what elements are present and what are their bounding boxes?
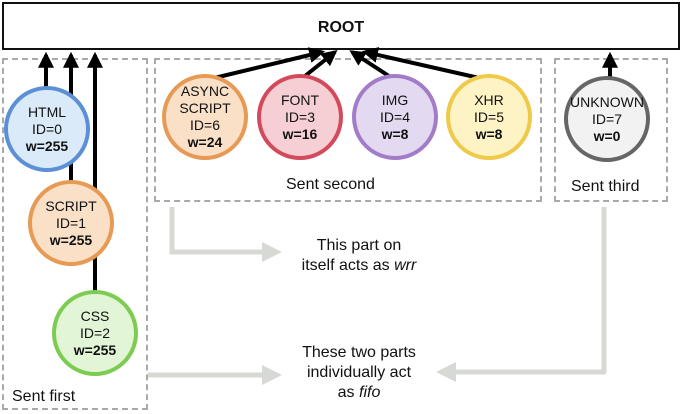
caption-sent-second: Sent second [286, 176, 375, 193]
group-sent-second [154, 58, 542, 202]
node-css-name: CSS [80, 307, 110, 324]
note-wrr: This part on itself acts as wrr [284, 236, 434, 276]
node-html-name: HTML [27, 103, 67, 120]
node-unknown: UNKNOWN ID=7 w=0 [564, 76, 650, 162]
node-font-name: FONT [280, 91, 320, 108]
node-script-weight: w=255 [49, 231, 93, 248]
note-wrr-line2-em: wrr [394, 257, 417, 274]
node-async-script: ASYNC SCRIPT ID=6 w=24 [162, 74, 248, 160]
arrow-xhr-to-root [361, 47, 489, 82]
note-wrr-line2-prefix: itself acts as [301, 257, 395, 274]
node-xhr-id: ID=5 [474, 108, 504, 125]
arrow-async-to-root [205, 47, 326, 82]
node-css: CSS ID=2 w=255 [52, 290, 138, 376]
note-fifo-line3-em: fifo [359, 384, 381, 401]
node-html: HTML ID=0 w=255 [4, 86, 90, 172]
note-wrr-line2: itself acts as wrr [284, 256, 434, 276]
node-html-id: ID=0 [32, 120, 62, 137]
root-box: ROOT [2, 2, 680, 50]
guide-arrow-second-to-wrr [169, 207, 282, 262]
node-font: FONT ID=3 w=16 [257, 74, 343, 160]
node-img: IMG ID=4 w=8 [352, 74, 438, 160]
node-async-weight: w=24 [187, 134, 223, 150]
node-unknown-name: UNKNOWN [570, 93, 644, 110]
node-html-weight: w=255 [25, 137, 69, 154]
note-fifo: These two parts individually act as fifo [284, 343, 434, 403]
guide-arrow-third-to-fifo [436, 207, 607, 382]
node-unknown-id: ID=7 [592, 110, 622, 127]
node-async-name-line2: SCRIPT [179, 100, 231, 116]
node-font-id: ID=3 [285, 108, 315, 125]
note-fifo-line2: individually act [306, 364, 412, 381]
node-script-id: ID=1 [56, 214, 86, 231]
node-script-name: SCRIPT [45, 197, 97, 214]
node-async-id: ID=6 [190, 117, 220, 133]
root-label: ROOT [317, 19, 365, 36]
node-font-weight: w=16 [282, 125, 318, 142]
node-xhr: XHR ID=5 w=8 [446, 74, 532, 160]
node-img-weight: w=8 [381, 125, 409, 142]
note-fifo-line3: as fifo [284, 383, 434, 403]
note-fifo-line3-prefix: as [337, 384, 359, 401]
note-fifo-line1: These two parts [302, 344, 416, 361]
node-img-name: IMG [381, 91, 409, 108]
node-async-name: ASYNC [180, 83, 230, 99]
caption-sent-third: Sent third [571, 178, 640, 195]
node-css-id: ID=2 [80, 324, 110, 341]
note-wrr-line1: This part on [316, 237, 402, 254]
node-unknown-weight: w=0 [593, 127, 621, 144]
node-xhr-name: XHR [474, 91, 504, 108]
caption-sent-first: Sent first [12, 388, 76, 405]
node-css-weight: w=255 [73, 341, 117, 358]
node-img-id: ID=4 [380, 108, 410, 125]
node-xhr-weight: w=8 [475, 125, 503, 142]
node-script: SCRIPT ID=1 w=255 [28, 180, 114, 266]
